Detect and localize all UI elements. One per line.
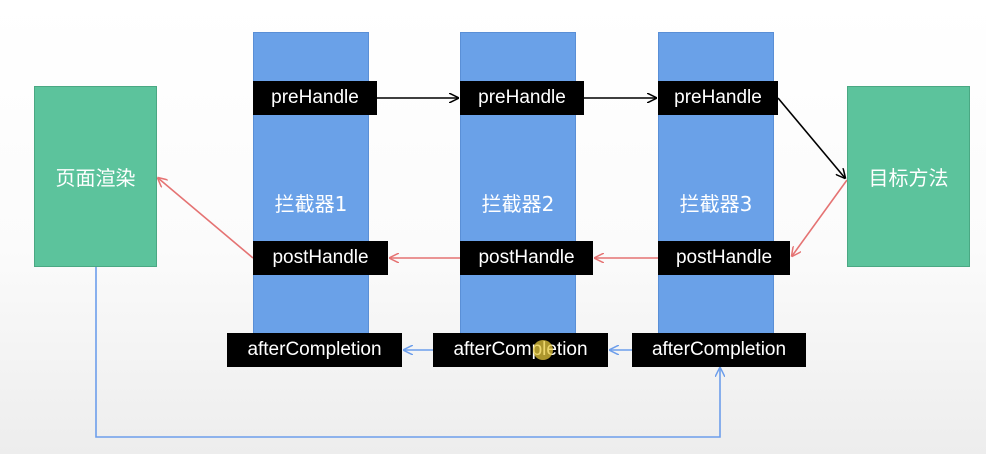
- interceptor-1-prehandle: preHandle: [253, 81, 377, 115]
- interceptor-2-posthandle: postHandle: [460, 241, 593, 275]
- mouse-cursor-highlight: [533, 340, 553, 360]
- interceptor-1-aftercompletion: afterCompletion: [227, 333, 402, 367]
- interceptor-1-label: 拦截器1: [274, 192, 348, 216]
- interceptor-3-label: 拦截器3: [679, 192, 753, 216]
- interceptor-2-prehandle: preHandle: [460, 81, 584, 115]
- pre-arrow-3-to-target: [777, 97, 845, 178]
- interceptor-3-posthandle: postHandle: [658, 241, 790, 275]
- target-method-box: 目标方法: [847, 86, 970, 267]
- post-arrow-1-to-render: [158, 178, 254, 259]
- render-to-aftercompletion-3: [95, 267, 720, 438]
- interceptor-3-prehandle: preHandle: [658, 81, 778, 115]
- interceptor-2-aftercompletion: afterCompletion: [433, 333, 608, 367]
- interceptor-2-label: 拦截器2: [481, 192, 555, 216]
- page-render-label: 页面渲染: [55, 168, 136, 190]
- interceptor-3-aftercompletion: afterCompletion: [632, 333, 806, 367]
- post-arrow-target-to-3: [792, 179, 848, 256]
- page-render-box: 页面渲染: [34, 86, 157, 267]
- interceptor-1-posthandle: postHandle: [253, 241, 388, 275]
- target-method-label: 目标方法: [868, 168, 949, 190]
